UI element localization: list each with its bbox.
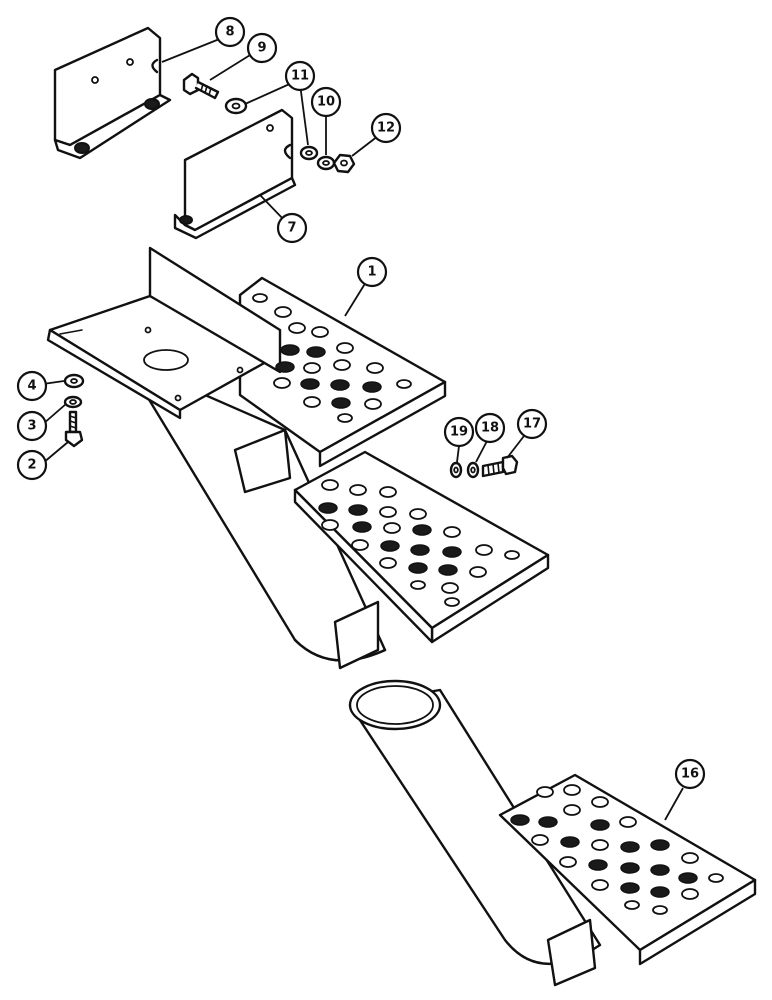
callout-19-label: 19 (450, 425, 468, 440)
callout-19: 19 (443, 416, 475, 448)
callout-10: 10 (310, 86, 342, 118)
bolt-9 (182, 72, 220, 100)
callout-16-label: 16 (681, 767, 699, 782)
callout-4-label: 4 (27, 379, 36, 394)
callout-2: 2 (16, 449, 48, 481)
callout-11: 11 (284, 60, 316, 92)
lower-tread-16-holes (510, 784, 724, 915)
fastener-stack-top (299, 145, 356, 174)
callout-16: 16 (674, 758, 706, 790)
callout-10-label: 10 (317, 95, 335, 110)
callout-4: 4 (16, 370, 48, 402)
upper-tread-holes (252, 293, 412, 423)
fastener-stack-right (449, 454, 519, 479)
callout-1-label: 1 (367, 265, 376, 280)
callout-3: 3 (16, 410, 48, 442)
callout-11-label: 11 (291, 69, 309, 84)
lower-step-16 (348, 679, 757, 987)
callout-3-label: 3 (27, 419, 36, 434)
callout-12-label: 12 (377, 121, 395, 136)
callout-8-label: 8 (225, 25, 234, 40)
callout-17-label: 17 (523, 417, 541, 432)
callout-12: 12 (370, 112, 402, 144)
bracket-7 (173, 108, 297, 240)
callout-1: 1 (356, 256, 388, 288)
callout-18: 18 (474, 412, 506, 444)
lower-tread-holes (318, 479, 520, 607)
leader-lines (42, 37, 684, 821)
main-step-assembly (46, 246, 550, 670)
callout-9: 9 (246, 32, 278, 64)
callout-9-label: 9 (257, 41, 266, 56)
callout-7-label: 7 (287, 221, 296, 236)
callout-8: 8 (214, 16, 246, 48)
callout-7: 7 (276, 212, 308, 244)
fastener-stack-left (63, 373, 85, 448)
callout-18-label: 18 (481, 421, 499, 436)
callout-17: 17 (516, 408, 548, 440)
bracket-8 (53, 26, 172, 160)
callout-2-label: 2 (27, 458, 36, 473)
